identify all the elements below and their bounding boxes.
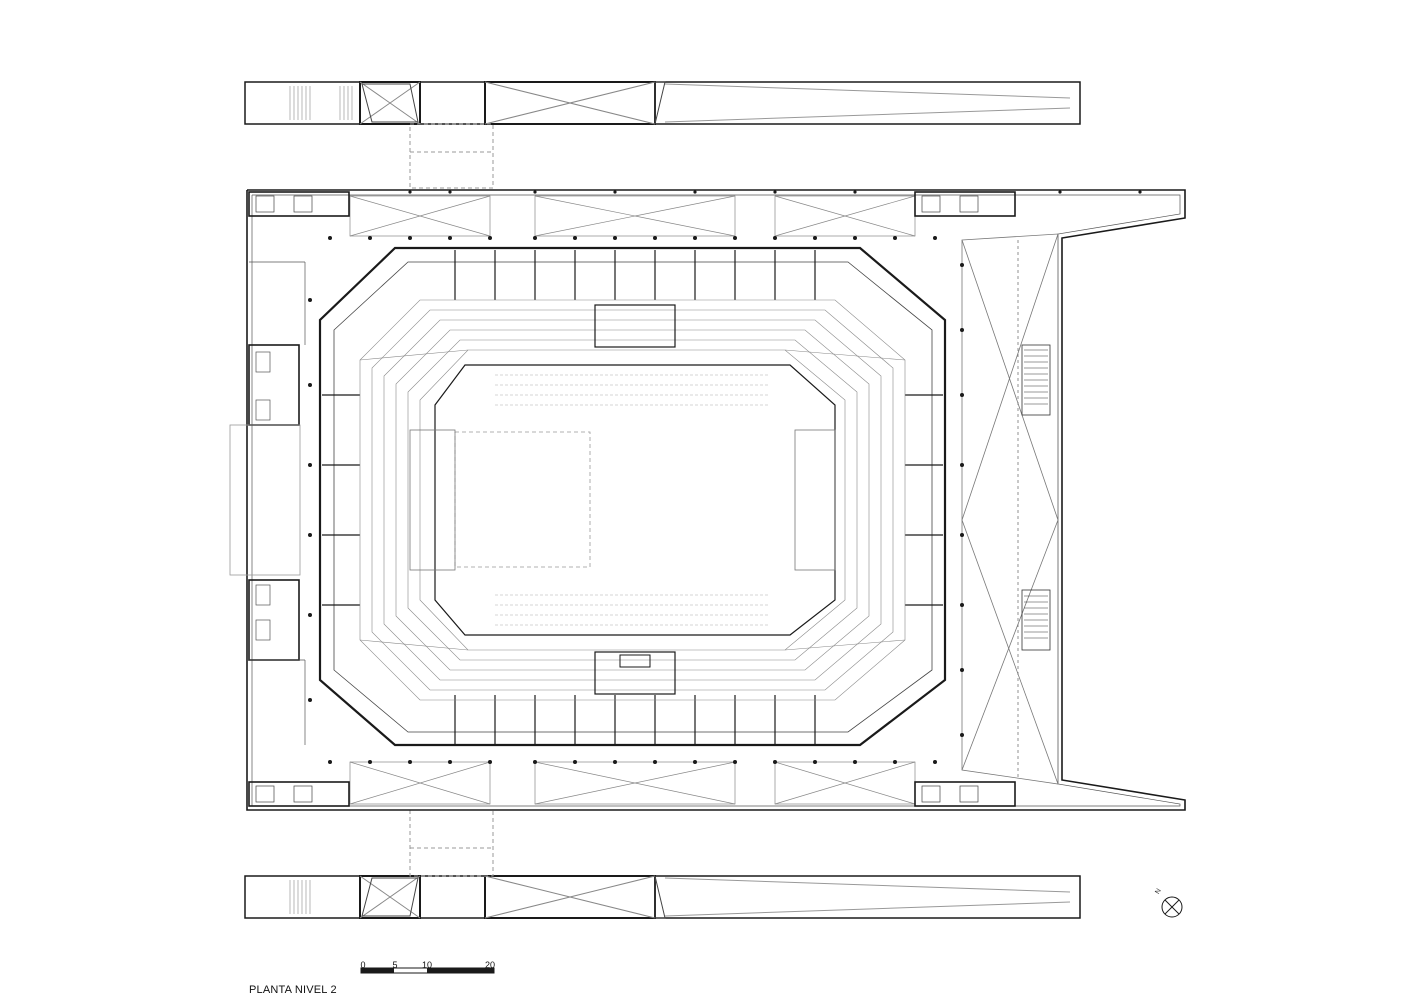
seating-tiers (359, 299, 906, 701)
suites-top (454, 250, 816, 300)
right-concourse (961, 233, 1059, 785)
arena-outer (318, 246, 947, 747)
scale-label-10: 10 (421, 960, 433, 970)
suites-sides (322, 394, 943, 606)
plan-title: PLANTA NIVEL 2 (249, 984, 337, 996)
top-exterior-bar (244, 81, 1081, 125)
arena-floor (409, 304, 836, 695)
left-service-block (229, 261, 306, 745)
suites-bottom (454, 695, 816, 745)
bottom-exterior-bar (244, 875, 1081, 919)
bridges (409, 123, 494, 877)
scale-label-20: 20 (484, 960, 496, 970)
north-arrow-icon (1161, 896, 1183, 918)
corner-cores (248, 191, 1016, 807)
columns (308, 190, 1142, 764)
building-outline (246, 189, 1186, 811)
scale-bar (360, 967, 495, 974)
scale-label-5: 5 (392, 960, 398, 970)
scale-label-0: 0 (360, 960, 366, 970)
